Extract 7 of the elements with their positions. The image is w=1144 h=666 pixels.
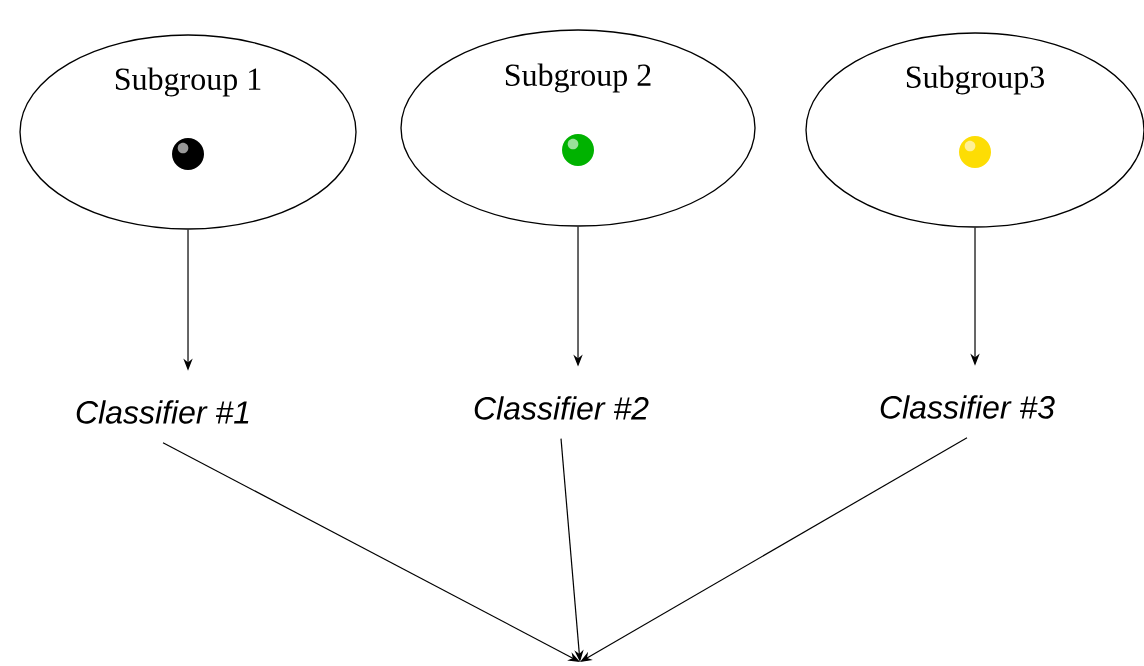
classifier-label: Classifier #2 [474,396,649,420]
classifier-label: Classifier #3 [880,395,1055,419]
arrow [580,437,968,662]
ellipse-node: Subgroup 2 [400,29,756,227]
arrow [162,442,580,662]
ellipse-node: Subgroup 1 [19,34,357,230]
classifier-label: Classifier #1 [76,400,249,424]
